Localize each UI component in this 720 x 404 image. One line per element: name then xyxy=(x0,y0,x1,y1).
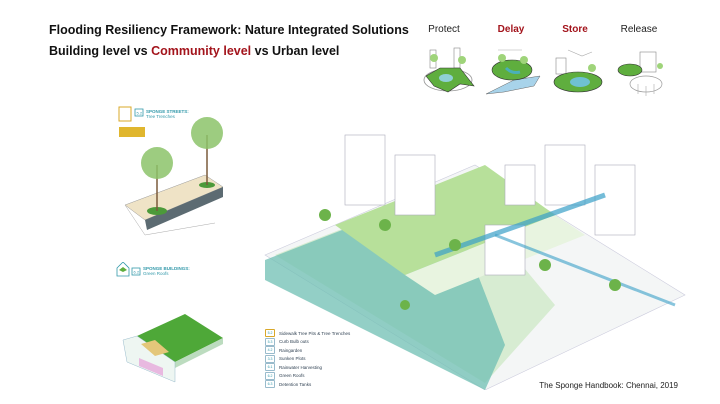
delay-illustration-icon xyxy=(485,49,541,95)
stage-store-label: Store xyxy=(562,24,588,35)
legend-item: 3.3 Sunken Plots xyxy=(265,354,350,364)
legend-code: 4.2 xyxy=(265,346,275,355)
stage-delay-label: Delay xyxy=(497,24,525,35)
legend-label: Sidewalk Tree Pits & Tree Trenches xyxy=(279,330,351,336)
legend-item: 4.2 Raingarden xyxy=(265,346,350,355)
tree-trench-illustration: 5.2 SPONGE STREETS: Tree Trenches xyxy=(118,106,224,236)
panel-subtitle: Tree Trenches xyxy=(146,114,176,119)
green-roof-illustration: 6.2 SPONGE BUILDINGS: Green Roofs xyxy=(116,261,223,383)
panel-title: SPONGE STREETS: xyxy=(146,109,189,114)
legend-code: 6.1 xyxy=(265,363,275,372)
legend-label: Green Roofs xyxy=(279,373,305,379)
title-highlight: Community level xyxy=(151,44,252,58)
solutions-legend: 5.2 Sidewalk Tree Pits & Tree Trenches 5.… xyxy=(265,329,350,389)
panel-code: 6.2 xyxy=(134,270,140,275)
store-illustration-icon xyxy=(553,49,603,93)
legend-code: 6.3 xyxy=(265,380,275,389)
legend-label: Detention Tanks xyxy=(279,381,312,387)
legend-item: 5.2 Sidewalk Tree Pits & Tree Trenches xyxy=(265,329,350,338)
tree-trenches-panel: 5.2 SPONGE STREETS: Tree Trenches xyxy=(115,105,225,240)
legend-code: 3.3 xyxy=(265,354,275,363)
legend-item: 6.3 Detention Tanks xyxy=(265,380,350,389)
legend-label: Rainwater Harvesting xyxy=(279,364,323,370)
legend-code: 5.3 xyxy=(265,337,275,346)
legend-code: 5.2 xyxy=(265,329,275,338)
community-level-isometric-illustration xyxy=(264,134,686,390)
legend-item: 6.1 Rainwater Harvesting xyxy=(265,363,350,372)
release-illustration-icon xyxy=(617,51,663,96)
panel-code: 5.2 xyxy=(137,111,143,116)
protect-illustration-icon xyxy=(423,47,475,93)
legend-label: Sunken Plots xyxy=(279,356,306,362)
slide-title-line2: Building level vs Community level vs Urb… xyxy=(49,44,339,58)
stage-protect-label: Protect xyxy=(428,24,460,35)
legend-item: 5.3 Curb Bulb outs xyxy=(265,337,350,347)
title-part: Building level vs xyxy=(49,44,152,58)
green-roofs-panel: 6.2 SPONGE BUILDINGS: Green Roofs xyxy=(115,261,225,387)
legend-code: 6.2 xyxy=(265,371,275,380)
slide-title-line1: Flooding Resiliency Framework: Nature In… xyxy=(49,23,409,37)
legend-label: Raingarden xyxy=(279,347,303,353)
source-caption: The Sponge Handbook: Chennai, 2019 xyxy=(539,381,678,390)
stage-release-label: Release xyxy=(620,24,658,35)
panel-subtitle: Green Roofs xyxy=(143,271,169,276)
legend-label: Curb Bulb outs xyxy=(279,339,309,345)
legend-item: 6.2 Green Roofs xyxy=(265,371,350,381)
panel-title: SPONGE BUILDINGS: xyxy=(143,266,190,271)
title-part: vs Urban level xyxy=(251,44,340,58)
